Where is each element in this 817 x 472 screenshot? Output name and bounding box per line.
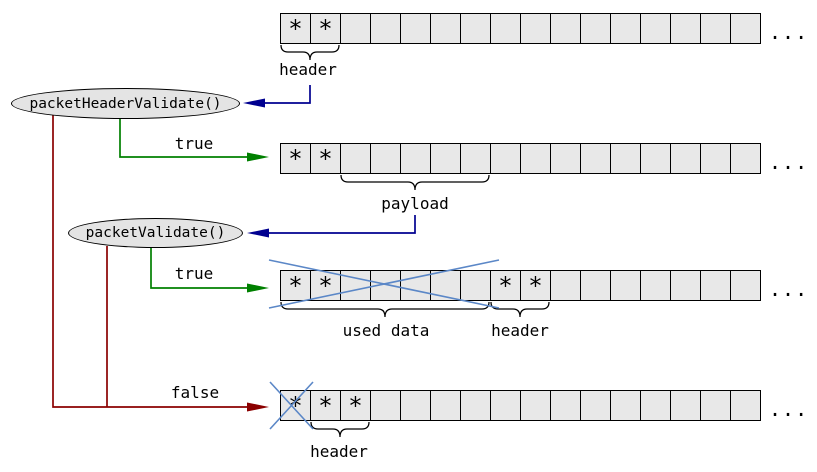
cell: *: [280, 13, 311, 44]
cell: [490, 143, 521, 174]
packet-row-3: * * * *: [280, 270, 761, 301]
node-packet-validate: packetValidate(): [68, 218, 243, 248]
cell: [370, 143, 401, 174]
brace-header-row1: [280, 44, 340, 61]
cell: [550, 390, 581, 421]
cell: [670, 270, 701, 301]
cell: [640, 270, 671, 301]
ellipsis-row-1: ...: [769, 20, 809, 44]
label-payload: payload: [381, 194, 449, 213]
arrowhead-payload-to-packetvalidate: [247, 228, 269, 238]
cell: *: [340, 390, 371, 421]
cell: [370, 13, 401, 44]
arrowhead-true-2: [247, 283, 269, 293]
asterisk-mark: *: [318, 144, 333, 173]
cell: *: [280, 143, 311, 174]
asterisk-mark: *: [318, 391, 333, 420]
cell: [580, 390, 611, 421]
node-packet-validate-label: packetValidate(): [85, 225, 226, 241]
cell: [730, 390, 761, 421]
cell: [730, 13, 761, 44]
cell: [490, 390, 521, 421]
cell: [670, 390, 701, 421]
cell: *: [280, 270, 311, 301]
ellipsis-row-3: ...: [769, 277, 809, 301]
packet-row-2: **: [280, 143, 761, 174]
ellipsis-row-4: ...: [769, 397, 809, 421]
cell: [520, 13, 551, 44]
arrow-payload-to-packetvalidate: [268, 215, 416, 234]
node-packet-header-validate-label: packetHeaderValidate(): [29, 95, 222, 112]
brace-header-row4: [310, 421, 370, 438]
asterisk-mark: *: [528, 271, 543, 300]
arrow-true-1: [119, 118, 247, 158]
cell: [400, 143, 431, 174]
arrow-false-main: [52, 115, 247, 408]
packet-row-1: **: [280, 13, 761, 44]
brace-payload-row2: [340, 174, 490, 191]
ellipsis-row-2: ...: [769, 150, 809, 174]
cell: [670, 143, 701, 174]
cell: [340, 13, 371, 44]
asterisk-mark: *: [318, 271, 333, 300]
cell: [460, 13, 491, 44]
label-used-data: used data: [342, 321, 430, 340]
label-true-1: true: [174, 134, 214, 153]
arrowhead-true-1: [247, 152, 269, 162]
cross-invalid-header: [269, 381, 314, 430]
asterisk-mark: *: [288, 144, 303, 173]
label-false: false: [170, 383, 220, 402]
cell: [580, 13, 611, 44]
cell: [610, 143, 641, 174]
cell: [610, 270, 641, 301]
asterisk-mark: *: [348, 391, 363, 420]
cell: [520, 143, 551, 174]
cell: [700, 270, 731, 301]
cell: [430, 13, 461, 44]
cell: [730, 143, 761, 174]
cell: [700, 13, 731, 44]
cell: *: [490, 270, 521, 301]
cell: [640, 13, 671, 44]
cell: *: [310, 13, 341, 44]
arrow-true-2: [150, 248, 247, 289]
brace-header-row3: [490, 301, 550, 318]
brace-used-data-row3: [280, 301, 490, 318]
cell: [430, 143, 461, 174]
label-true-2: true: [174, 264, 214, 283]
asterisk-mark: *: [288, 271, 303, 300]
cell: *: [520, 270, 551, 301]
cell: [580, 143, 611, 174]
cross-used-data: [268, 259, 500, 309]
cell: [550, 270, 581, 301]
arrowhead-header-to-headervalidate: [243, 98, 265, 108]
asterisk-mark: *: [288, 391, 303, 420]
label-header-row4: header: [310, 442, 368, 461]
asterisk-mark: *: [288, 14, 303, 43]
label-header-row1: header: [279, 60, 337, 79]
label-header-row3: header: [491, 321, 549, 340]
cell: [610, 13, 641, 44]
cell: [700, 143, 731, 174]
arrowhead-false: [247, 402, 269, 412]
node-packet-header-validate: packetHeaderValidate(): [11, 88, 240, 119]
cell: *: [310, 390, 341, 421]
cell: [640, 390, 671, 421]
asterisk-mark: *: [318, 14, 333, 43]
arrow-header-to-headervalidate: [265, 85, 311, 104]
cell: [460, 143, 491, 174]
cell: [730, 270, 761, 301]
asterisk-mark: *: [498, 271, 513, 300]
cell: [400, 390, 431, 421]
cell: [370, 390, 401, 421]
cell: *: [280, 390, 311, 421]
packet-row-4: * * *: [280, 390, 761, 421]
cell: *: [310, 143, 341, 174]
cell: [430, 390, 461, 421]
